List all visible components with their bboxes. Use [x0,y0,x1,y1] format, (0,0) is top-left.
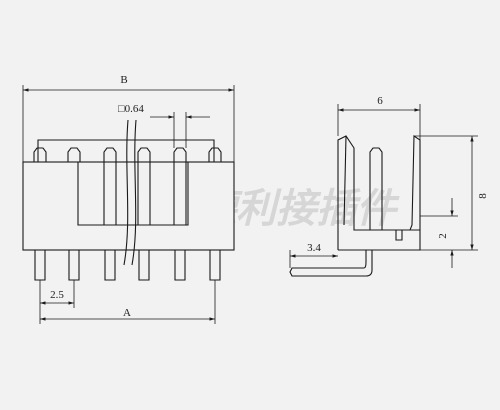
dim-base-label: 2 [437,233,449,239]
upper-pin-3 [103,147,117,225]
side-pin-tail [289,250,373,277]
dim-pitch-label: 2.5 [50,289,64,301]
side-inner-wall [343,135,347,226]
lower-pin-6 [209,250,221,281]
lower-pin-1 [34,250,46,281]
upper-pin-1 [33,147,47,162]
front-dimensions [22,85,235,324]
upper-pin-2 [67,147,81,162]
lower-pin-2 [68,250,80,281]
front-top-frame [37,139,215,162]
dim-a-label: A [123,307,131,319]
side-view [289,134,421,277]
dim-height-label: 8 [477,193,489,199]
dim-width-label: 6 [377,95,383,107]
upper-pin-4 [137,147,151,225]
side-housing-base [338,230,421,251]
lower-pin-5 [174,250,186,281]
dim-b-label: B [120,74,127,86]
dim-pin-label: □0.64 [118,103,144,115]
lower-pin-4 [138,250,150,281]
side-pin-upper [369,147,383,230]
break-line-right [131,119,137,266]
dim-tail-label: 3.4 [307,242,321,254]
side-housing-outline [337,134,421,250]
break-line-left [123,119,129,266]
front-housing-body [22,161,235,251]
lower-pin-3 [104,250,116,281]
front-pocket [77,162,189,226]
front-view [22,119,235,281]
upper-pin-5 [173,147,187,225]
side-dimensions [289,104,478,268]
upper-pin-6 [208,147,222,162]
